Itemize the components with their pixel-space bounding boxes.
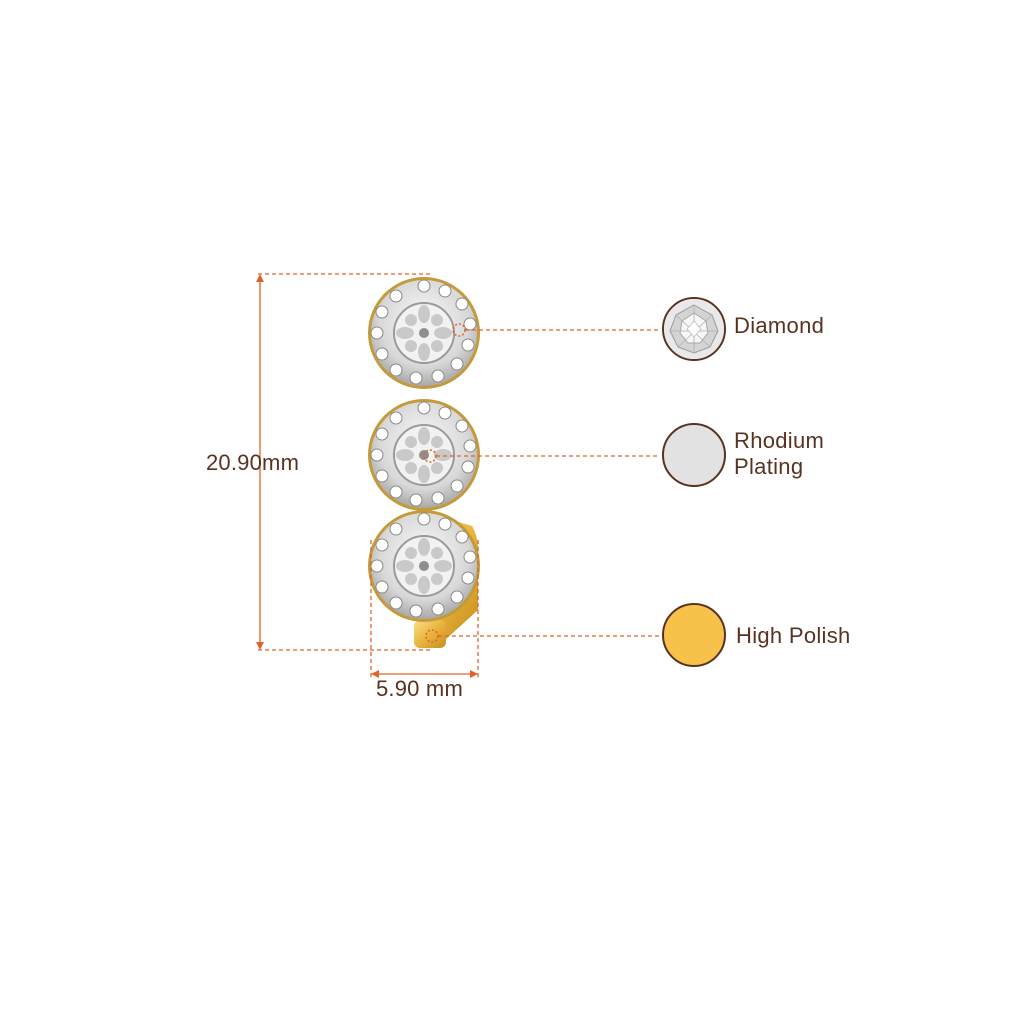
height-arrow-bottom xyxy=(256,642,264,650)
rhodium-swatch xyxy=(662,423,726,487)
earring-flower-middle xyxy=(368,399,480,511)
height-dimension-label: 20.90mm xyxy=(206,450,300,475)
polish-swatch xyxy=(662,603,726,667)
high-polish-label: High Polish xyxy=(736,623,851,648)
earring-flower-bottom xyxy=(368,510,480,622)
diamond-halo-dots xyxy=(370,279,477,618)
earring-post xyxy=(414,620,446,648)
diamond-icon xyxy=(664,299,724,359)
rhodium-label-line2: Plating xyxy=(734,454,804,479)
width-arrow-left xyxy=(371,670,379,678)
rhodium-plating-label: Rhodium Plating xyxy=(734,428,854,480)
height-arrow-top xyxy=(256,274,264,282)
diamond-label: Diamond xyxy=(734,313,825,338)
width-dimension-label: 5.90 mm xyxy=(376,676,463,701)
diamond-swatch xyxy=(662,297,726,361)
rhodium-label-line1: Rhodium xyxy=(734,428,825,453)
width-arrow-right xyxy=(470,670,478,678)
